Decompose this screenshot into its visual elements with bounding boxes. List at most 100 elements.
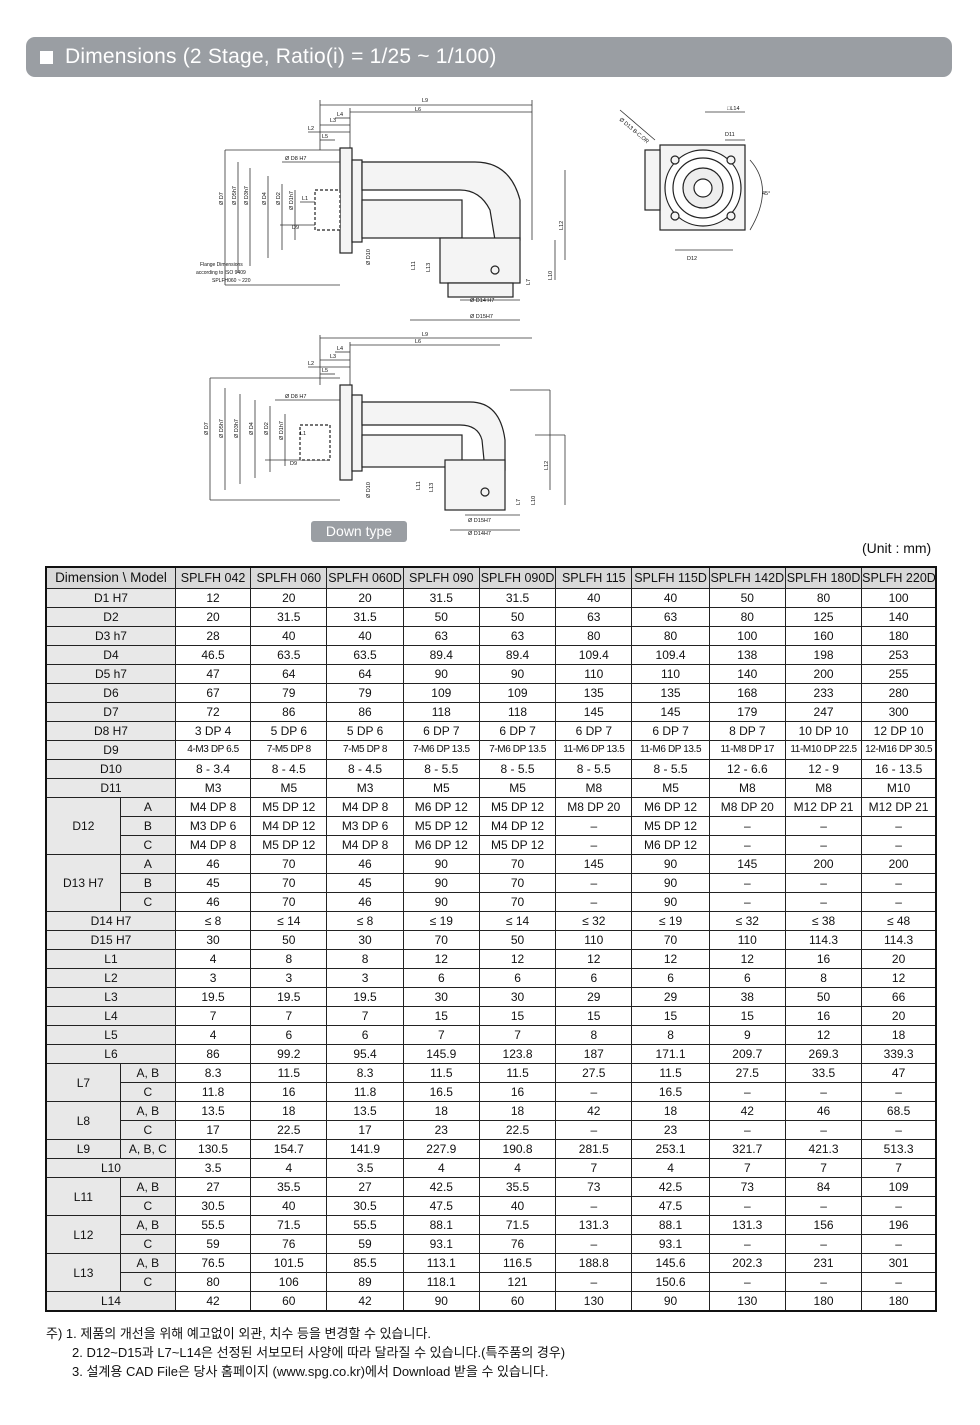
table-cell: 118	[402, 702, 480, 722]
table-cell: 339.3	[861, 1044, 937, 1064]
table-cell: 50	[708, 588, 786, 608]
svg-text:according to ISO 9409: according to ISO 9409	[196, 270, 246, 276]
row-sub-label: C	[119, 1234, 176, 1254]
table-cell: ≤ 38	[784, 911, 863, 931]
table-cell: 15	[478, 1006, 557, 1026]
row-group-label: L9	[45, 1139, 121, 1159]
row-sub-label: A, B	[119, 1215, 176, 1235]
svg-text:L11: L11	[416, 481, 422, 490]
table-cell: 93.1	[402, 1234, 480, 1254]
table-cell: 231	[784, 1253, 863, 1273]
section-title: Dimensions (2 Stage, Ratio(i) = 1/25 ~ 1…	[65, 45, 497, 68]
table-cell: 40	[478, 1196, 557, 1216]
table-cell: M6 DP 12	[631, 835, 710, 855]
svg-text:L12: L12	[559, 221, 565, 230]
table-cell: 4	[478, 1158, 557, 1178]
svg-text:L1: L1	[302, 196, 308, 202]
table-cell: 63	[478, 626, 557, 646]
table-cell: –	[784, 816, 863, 836]
table-cell: 6	[631, 968, 710, 988]
table-cell: 90	[402, 873, 480, 893]
svg-text:45°: 45°	[762, 191, 770, 197]
table-cell: –	[555, 1120, 633, 1140]
table-cell: 8	[326, 949, 404, 969]
table-cell: 90	[402, 1291, 480, 1312]
table-cell: 47	[174, 664, 252, 684]
table-cell: 6	[402, 968, 480, 988]
table-cell: 11.5	[631, 1063, 710, 1083]
svg-text:□L14: □L14	[727, 106, 740, 112]
table-cell: 42	[708, 1101, 786, 1121]
table-cell: 11-M10 DP 22.5	[784, 740, 863, 760]
table-cell: 131.3	[555, 1215, 633, 1235]
table-cell: 8.3	[174, 1063, 252, 1083]
table-cell: 50	[784, 987, 863, 1007]
table-cell: 40	[250, 1196, 328, 1216]
table-cell: 30.5	[326, 1196, 404, 1216]
table-cell: 101.5	[250, 1253, 328, 1273]
svg-text:L4: L4	[337, 346, 343, 352]
row-sub-label: B	[119, 816, 176, 836]
table-cell: 190.8	[478, 1139, 557, 1159]
table-cell: –	[784, 1234, 863, 1254]
table-cell: 8 DP 7	[708, 721, 786, 741]
table-cell: 99.2	[250, 1044, 328, 1064]
table-cell: 13.5	[174, 1101, 252, 1121]
svg-text:Ø D3h7: Ø D3h7	[244, 186, 250, 205]
svg-text:Ø D1h7: Ø D1h7	[279, 421, 285, 440]
row-label: D8 H7	[45, 721, 176, 741]
row-label: L6	[45, 1044, 176, 1064]
table-cell: 4	[402, 1158, 480, 1178]
table-cell: 6 DP 7	[478, 721, 557, 741]
table-cell: 12	[555, 949, 633, 969]
table-cell: 70	[631, 930, 710, 950]
row-sub-label: A, B	[119, 1101, 176, 1121]
table-cell: 88.1	[402, 1215, 480, 1235]
svg-text:L13: L13	[429, 483, 435, 492]
row-label: D10	[45, 759, 176, 779]
table-cell: 109.4	[631, 645, 710, 665]
table-cell: 168	[708, 683, 786, 703]
svg-text:L9: L9	[422, 98, 428, 104]
table-cell: 18	[250, 1101, 328, 1121]
table-cell: 63	[402, 626, 480, 646]
table-cell: 64	[250, 664, 328, 684]
table-cell: M8	[784, 778, 863, 798]
table-cell: 5 DP 6	[250, 721, 328, 741]
table-cell: 12	[631, 949, 710, 969]
table-cell: M12 DP 21	[784, 797, 863, 817]
table-cell: 13.5	[326, 1101, 404, 1121]
table-cell: 45	[174, 873, 252, 893]
table-cell: 11.5	[478, 1063, 557, 1083]
table-cell: 145	[555, 702, 633, 722]
table-cell: 72	[174, 702, 252, 722]
row-sub-label: C	[119, 1272, 176, 1292]
row-sub-label: A, B	[119, 1063, 176, 1083]
table-cell: 70	[250, 892, 328, 912]
table-cell: 46.5	[174, 645, 252, 665]
table-cell: –	[784, 1120, 863, 1140]
table-cell: M5 DP 12	[250, 797, 328, 817]
table-cell: 8 - 5.5	[478, 759, 557, 779]
table-cell: M5	[631, 778, 710, 798]
table-cell: 50	[250, 930, 328, 950]
table-cell: 22.5	[478, 1120, 557, 1140]
table-cell: 180	[861, 626, 937, 646]
table-cell: 114.3	[861, 930, 937, 950]
table-cell: 46	[784, 1101, 863, 1121]
dimension-table: Dimension \ Model SPLFH 042 SPLFH 060 SP…	[45, 566, 937, 1312]
table-cell: M6 DP 12	[402, 797, 480, 817]
table-cell: 90	[631, 892, 710, 912]
table-cell: 301	[861, 1253, 937, 1273]
row-group-label: L7	[45, 1063, 121, 1102]
row-label: D9	[45, 740, 176, 760]
